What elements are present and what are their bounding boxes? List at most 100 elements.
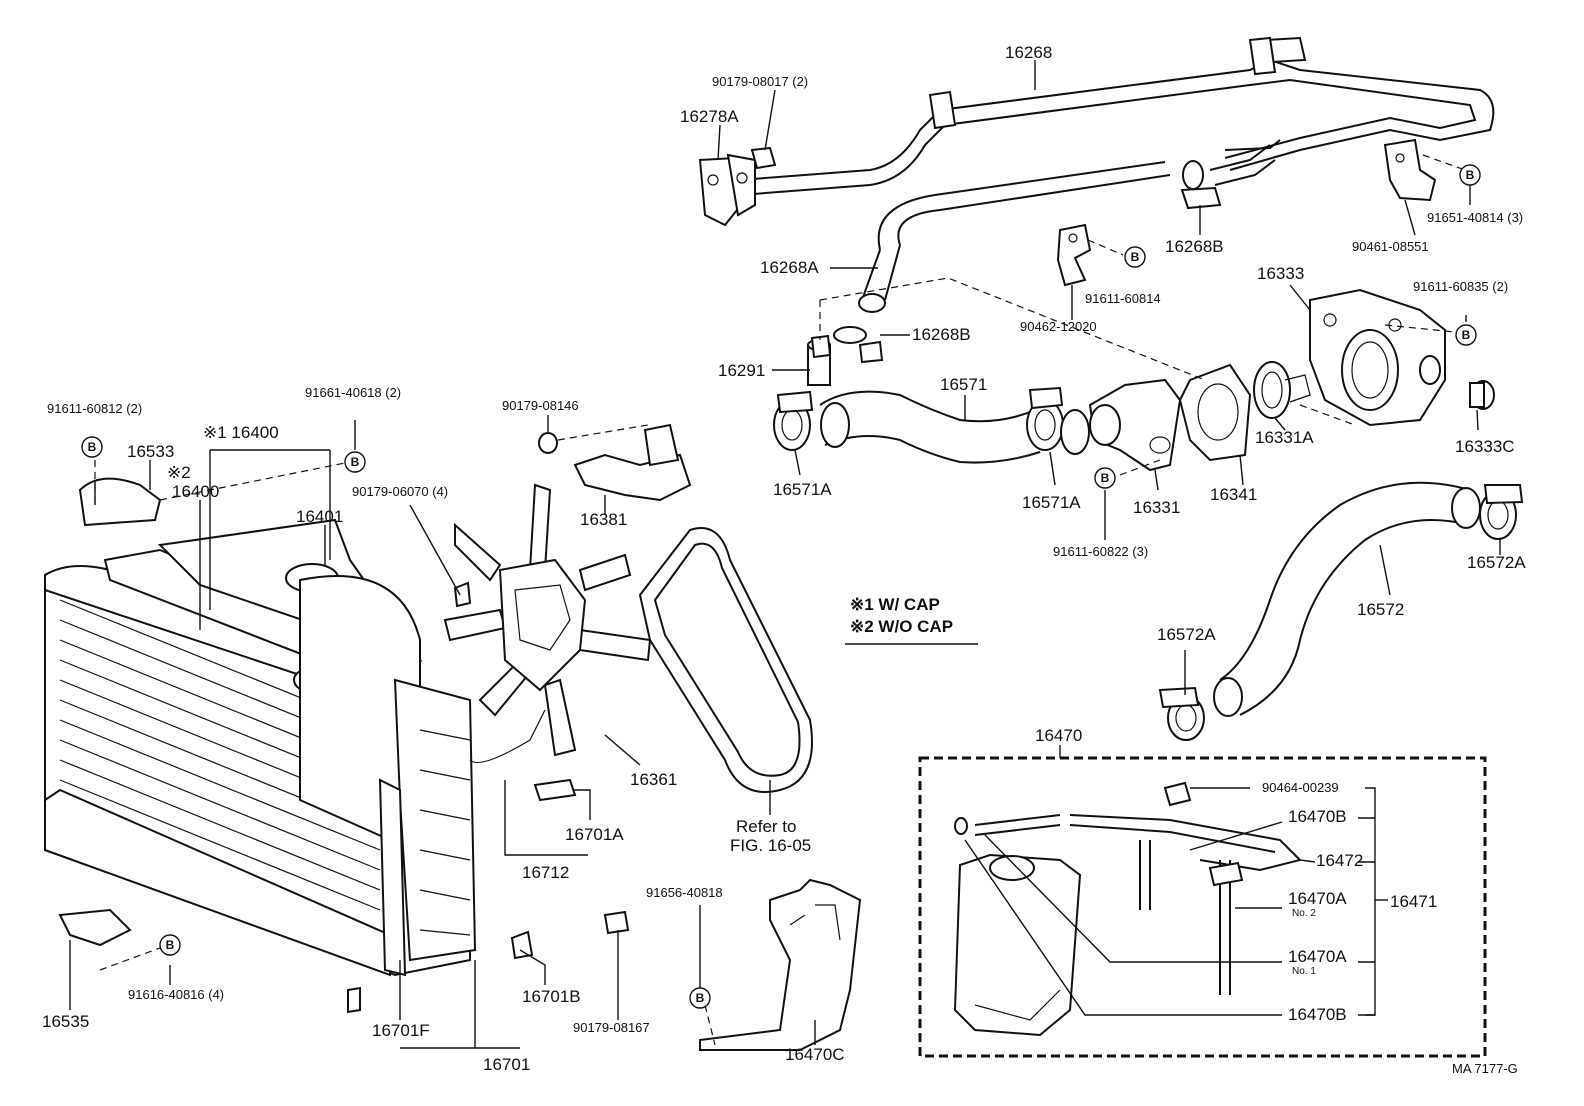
leader-lines <box>69 60 1501 1049</box>
cap-16333C <box>1469 380 1495 410</box>
bolt-icon: B <box>1459 164 1481 186</box>
legend-wo-cap: ※2 W/O CAP <box>850 617 953 636</box>
hose-16268A <box>858 161 1171 313</box>
label-90179-08017: 90179-08017 (2) <box>712 74 808 89</box>
label-16712: 16712 <box>522 863 569 882</box>
label-16381: 16381 <box>580 510 627 529</box>
svg-text:B: B <box>88 440 97 454</box>
label-no2: No. 2 <box>1292 908 1316 919</box>
label-16470A-no2: 16470A <box>1288 889 1347 908</box>
label-16533: 16533 <box>127 442 174 461</box>
bolt-icon: B <box>81 436 103 458</box>
label-16572: 16572 <box>1357 600 1404 619</box>
hose-16571 <box>773 386 1090 464</box>
label-16268: 16268 <box>1005 43 1052 62</box>
label-90179-06070: 90179-06070 (4) <box>352 484 448 499</box>
legend-w-cap: ※1 W/ CAP <box>850 595 940 614</box>
label-90179-08146: 90179-08146 <box>502 398 579 413</box>
bolt-icon: B <box>1094 467 1116 489</box>
label-90464-00239: 90464-00239 <box>1262 780 1339 795</box>
shroud-16701 <box>299 575 477 977</box>
label-16331A: 16331A <box>1255 428 1314 447</box>
svg-text:B: B <box>1466 168 1475 182</box>
bolt-icon: B <box>1455 324 1477 346</box>
belt <box>638 527 813 793</box>
hose-16572 <box>1158 481 1524 741</box>
label-16471: 16471 <box>1390 892 1437 911</box>
drawing-code: MA 7177-G <box>1452 1061 1518 1076</box>
label-91611-60822: 91611-60822 (3) <box>1053 544 1148 559</box>
label-fig-ref: FIG. 16-05 <box>730 836 811 855</box>
bolt-symbols: B B B B B B B B <box>81 164 1481 1009</box>
label-90462-12020: 90462-12020 <box>1020 319 1097 334</box>
label-16571: 16571 <box>940 375 987 394</box>
bolt-icon: B <box>159 934 181 956</box>
clamp-16268B-top <box>1180 144 1276 210</box>
label-91611-60814: 91611-60814 <box>1085 291 1161 306</box>
label-16470B-bot: 16470B <box>1288 1005 1347 1024</box>
label-16572A-right: 16572A <box>1467 553 1526 572</box>
label-16401: 16401 <box>296 507 343 526</box>
housing-16331 <box>1088 378 1182 472</box>
label-16701B: 16701B <box>522 987 581 1006</box>
label-16361: 16361 <box>630 770 677 789</box>
label-16470A-no1: 16470A <box>1288 947 1347 966</box>
label-16268A: 16268A <box>760 258 819 277</box>
label-16333: 16333 <box>1257 264 1304 283</box>
bracket-90462-12020 <box>1056 223 1092 287</box>
label-91611-60835: 91611-60835 (2) <box>1413 279 1508 294</box>
label-refer-to: Refer to <box>736 817 796 836</box>
label-91661-40618: 91661-40618 (2) <box>305 385 401 400</box>
label-16701F: 16701F <box>372 1021 430 1040</box>
label-16291: 16291 <box>718 361 765 380</box>
label-91616-40816: 91616-40816 (4) <box>128 987 224 1002</box>
valve-16291 <box>807 326 884 386</box>
label-16400: 16400 <box>172 482 219 501</box>
label-16278A: 16278A <box>680 107 739 126</box>
svg-text:B: B <box>1101 471 1110 485</box>
coupling-16381 <box>538 423 692 502</box>
label-no1: No. 1 <box>1292 966 1316 977</box>
thermostat-16331A <box>1253 361 1311 419</box>
bypass-pipe-16268 <box>739 36 1495 196</box>
label-16571A-left: 16571A <box>773 480 832 499</box>
label-16331: 16331 <box>1133 498 1180 517</box>
label-91651-40814: 91651-40814 (3) <box>1427 210 1523 225</box>
svg-text:B: B <box>1131 250 1140 264</box>
label-16701A: 16701A <box>565 825 624 844</box>
svg-text:B: B <box>166 938 175 952</box>
label-16470C: 16470C <box>785 1045 845 1064</box>
label-mark2: ※2 <box>167 463 191 482</box>
label-16470B-top: 16470B <box>1288 807 1347 826</box>
part-labels: 16268 90179-08017 (2) 16278A 16268A 1626… <box>42 43 1526 1076</box>
label-90461-08551: 90461-08551 <box>1352 239 1429 254</box>
label-16571A-right: 16571A <box>1022 493 1081 512</box>
label-16268B-top: 16268B <box>1165 237 1224 256</box>
label-16572A-left: 16572A <box>1157 625 1216 644</box>
bracket-16470C <box>699 878 862 1051</box>
gasket-16341 <box>1178 363 1252 462</box>
label-16535: 16535 <box>42 1012 89 1031</box>
label-90179-08167: 90179-08167 <box>573 1020 650 1035</box>
bracket-90461-08551 <box>1383 138 1437 202</box>
label-16472: 16472 <box>1316 851 1363 870</box>
label-16470: 16470 <box>1035 726 1082 745</box>
label-16341: 16341 <box>1210 485 1257 504</box>
svg-text:B: B <box>1462 328 1471 342</box>
label-16333C: 16333C <box>1455 437 1515 456</box>
housing-16333 <box>1309 288 1446 427</box>
svg-text:B: B <box>696 991 705 1005</box>
label-16701: 16701 <box>483 1055 530 1074</box>
flange-16278A <box>698 146 777 227</box>
label-16268B-mid: 16268B <box>912 325 971 344</box>
label-91656-40818: 91656-40818 <box>646 885 723 900</box>
label-91611-60812: 91611-60812 (2) <box>47 401 142 416</box>
bolt-icon: B <box>1124 246 1146 268</box>
svg-text:B: B <box>351 455 360 469</box>
fan-16361 <box>443 483 652 764</box>
bolt-icon: B <box>344 451 366 473</box>
bolt-icon: B <box>689 987 711 1009</box>
label-mark1-16400: ※1 16400 <box>203 423 279 442</box>
